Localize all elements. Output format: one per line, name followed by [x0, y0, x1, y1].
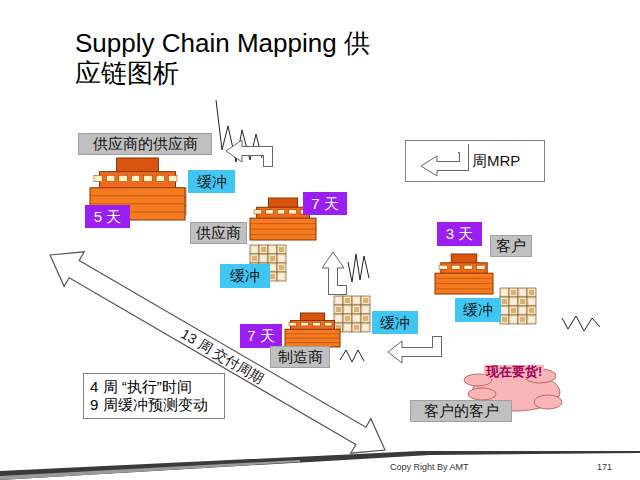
- legend-row: 周MRP: [406, 144, 520, 178]
- node-text: 5 天: [94, 208, 122, 226]
- lead-time-tag: 7 天: [240, 324, 282, 348]
- node-text: 7 天: [311, 195, 339, 213]
- node-text: 缓冲: [197, 173, 227, 191]
- legend-text: 周MRP: [472, 152, 520, 171]
- party-label: 供应商的供应商: [78, 133, 212, 155]
- signal-zigzag: [216, 100, 600, 362]
- mrp-arrow: [388, 336, 437, 363]
- buffer-label: 缓冲: [220, 264, 270, 288]
- party-label: 客户: [490, 235, 532, 257]
- footer-wedge: [0, 460, 300, 480]
- node-text: 制造商: [278, 348, 323, 366]
- demand-callout: 现在要货!: [484, 365, 544, 380]
- node-text: 缓冲: [380, 314, 410, 332]
- footer-wedge: [0, 451, 640, 480]
- factory-building: [435, 254, 493, 294]
- node-text: 客户: [496, 237, 526, 255]
- node-text: 客户的客户: [424, 402, 499, 420]
- node-text: 4 周 “执行”时间: [90, 378, 192, 396]
- buffer-stock: [500, 288, 536, 324]
- buffer-stock: [334, 296, 370, 332]
- note-box: 4 周 “执行”时间9 周缓冲预测变动: [83, 373, 225, 419]
- node-text: 供应商: [196, 224, 241, 242]
- mrp-arrow: [322, 252, 347, 290]
- page-number: 171: [597, 462, 612, 472]
- buffer-label: 缓冲: [372, 311, 418, 334]
- buffer-label: 缓冲: [188, 170, 235, 193]
- copyright: Copy Right By AMT: [390, 462, 469, 472]
- node-text: 7 天: [247, 327, 275, 345]
- node-text: 3 天: [446, 225, 474, 243]
- legend-box: 周MRP: [405, 140, 545, 182]
- mrp-arrow: [226, 140, 268, 167]
- node-text: 缓冲: [230, 267, 260, 285]
- factory-building: [285, 313, 340, 347]
- party-label: 制造商: [270, 346, 330, 368]
- node-text: 9 周缓冲预测变动: [90, 396, 208, 414]
- buffer-label: 缓冲: [455, 298, 501, 322]
- legend-arrow-icon: [406, 144, 472, 178]
- party-label: 客户的客户: [410, 400, 512, 422]
- party-label: 供应商: [190, 222, 247, 244]
- slide-title: Supply Chain Mapping 供应链图析: [75, 28, 385, 88]
- node-text: 供应商的供应商: [93, 135, 198, 153]
- lead-time-tag: 5 天: [85, 205, 130, 228]
- lead-time-arrow: [40, 238, 395, 468]
- node-text: 缓冲: [463, 301, 493, 319]
- lead-time-tag: 3 天: [437, 222, 482, 246]
- lead-time-tag: 7 天: [303, 192, 347, 215]
